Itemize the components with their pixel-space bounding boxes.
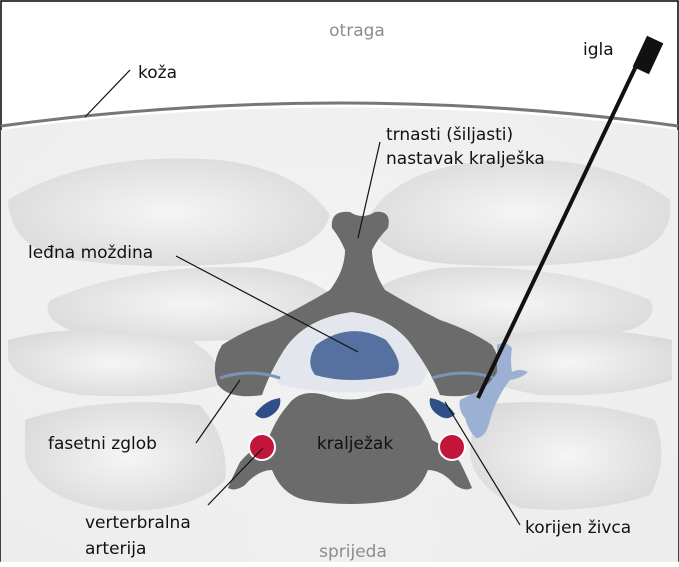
label-vertebra: kralježak (317, 434, 393, 454)
label-skin: koža (138, 63, 177, 83)
label-nerve-root: korijen živca (525, 518, 631, 538)
muscle-right-anterior (470, 402, 661, 510)
label-posterior: otraga (329, 21, 385, 41)
label-spinous-1: trnasti (šiljasti) (386, 125, 513, 145)
label-spinous-2: nastavak kralješka (386, 149, 545, 169)
label-facet-joint: fasetni zglob (48, 434, 157, 454)
artery-right (439, 434, 465, 460)
artery-icon (249, 434, 275, 460)
label-artery-1: verterbralna (85, 513, 191, 533)
label-anterior: sprijeda (319, 542, 387, 562)
label-artery-2: arterija (85, 539, 146, 559)
label-spinal-cord: leđna moždina (28, 243, 153, 263)
label-needle: igla (583, 40, 614, 60)
